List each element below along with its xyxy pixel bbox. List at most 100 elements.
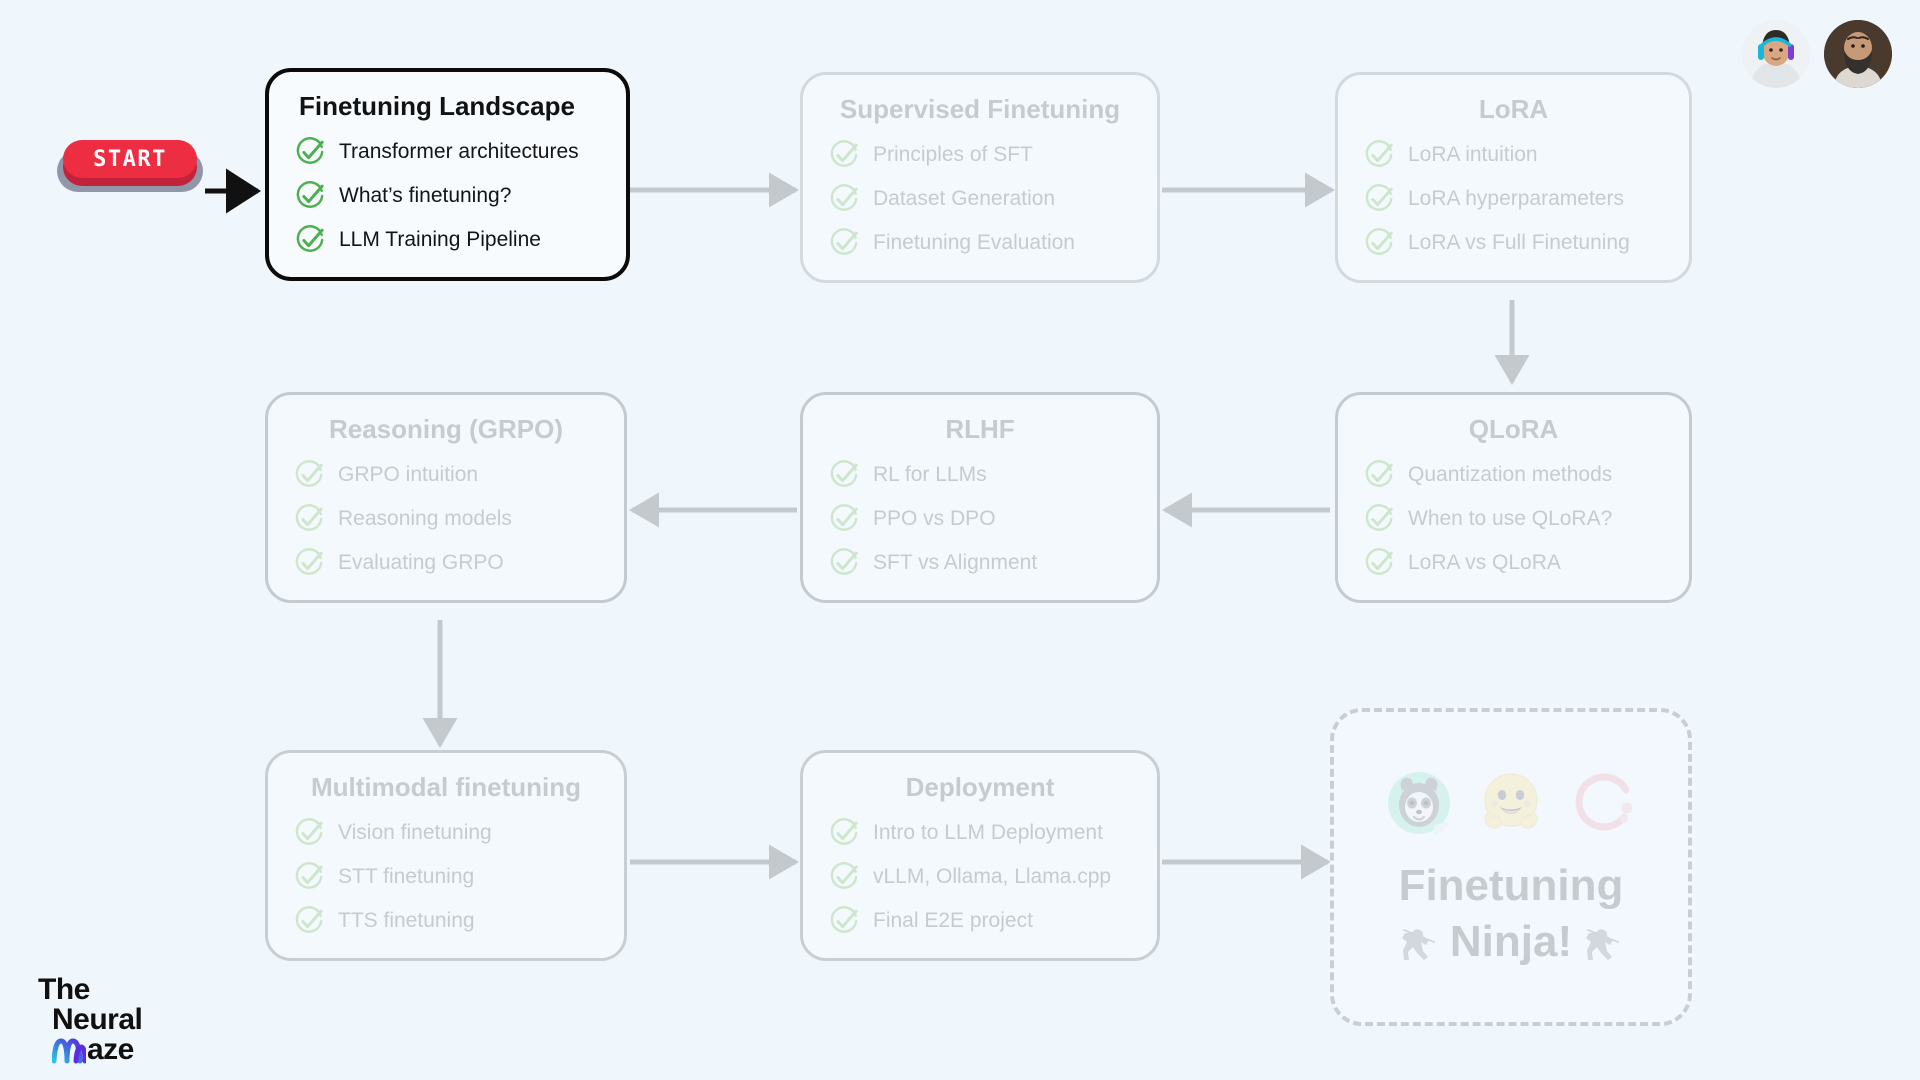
list-item-label: LoRA intuition	[1408, 142, 1538, 166]
list-item[interactable]: Transformer architectures	[295, 136, 600, 167]
ninja-title-text-1: Finetuning	[1398, 860, 1624, 910]
list-item[interactable]: SFT vs Alignment	[829, 547, 1131, 578]
check-circle-icon	[295, 180, 325, 211]
card-finetuning-ninja[interactable]: Finetuning Ninja!	[1330, 708, 1692, 1026]
card-reasoning-grpo[interactable]: Reasoning (GRPO) GRPO intuition	[265, 392, 627, 603]
card-supervised-finetuning[interactable]: Supervised Finetuning Principles of SFT	[800, 72, 1160, 283]
list-item-label: Finetuning Evaluation	[873, 230, 1075, 254]
card-item-list: Transformer architectures What’s finetun…	[295, 136, 600, 255]
start-button-label: START	[93, 146, 167, 172]
brand-logo-m-glyph	[51, 1035, 88, 1065]
ninja-title-line-2: Ninja!	[1398, 917, 1624, 966]
huggingface-hugging-face-logo	[1476, 769, 1546, 844]
card-deployment[interactable]: Deployment Intro to LLM Deployment	[800, 750, 1160, 961]
list-item[interactable]: What’s finetuning?	[295, 180, 600, 211]
check-circle-icon	[1364, 547, 1394, 578]
check-circle-icon	[1364, 139, 1394, 170]
card-title: Supervised Finetuning	[839, 94, 1121, 124]
brand-logo-line-1: The	[38, 973, 90, 1006]
list-item-label: LoRA vs Full Finetuning	[1408, 230, 1630, 254]
list-item[interactable]: Vision finetuning	[294, 817, 598, 848]
card-title: Reasoning (GRPO)	[328, 414, 563, 444]
list-item[interactable]: Evaluating GRPO	[294, 547, 598, 578]
list-item[interactable]: Quantization methods	[1364, 459, 1663, 490]
check-circle-icon	[829, 227, 859, 258]
list-item-label: Reasoning models	[338, 506, 512, 530]
list-item-label: Quantization methods	[1408, 462, 1613, 486]
list-item-label: Final E2E project	[873, 908, 1033, 932]
list-item[interactable]: vLLM, Ollama, Llama.cpp	[829, 861, 1131, 892]
card-lora[interactable]: LoRA LoRA intuition LoRA h	[1335, 72, 1692, 283]
card-finetuning-landscape[interactable]: Finetuning Landscape Transformer archite…	[265, 68, 630, 281]
list-item[interactable]: Reasoning models	[294, 503, 598, 534]
list-item[interactable]: When to use QLoRA?	[1364, 503, 1663, 534]
list-item-label: What’s finetuning?	[339, 183, 512, 207]
card-title: Deployment	[905, 772, 1055, 802]
check-circle-icon	[829, 183, 859, 214]
check-circle-icon	[294, 817, 324, 848]
list-item[interactable]: GRPO intuition	[294, 459, 598, 490]
axolotl-ring-logo	[1568, 769, 1638, 844]
check-circle-icon	[294, 503, 324, 534]
list-item[interactable]: LoRA intuition	[1364, 139, 1663, 170]
card-rlhf[interactable]: RLHF RL for LLMs PPO vs DP	[800, 392, 1160, 603]
list-item-label: SFT vs Alignment	[873, 550, 1038, 574]
list-item-label: PPO vs DPO	[873, 506, 996, 530]
list-item[interactable]: TTS finetuning	[294, 905, 598, 936]
brand-logo: The Neural aze	[38, 973, 143, 1065]
start-button[interactable]: START	[57, 140, 203, 192]
ninja-glyph-left	[1398, 920, 1440, 962]
tool-logo-row	[1384, 769, 1638, 844]
card-qlora[interactable]: QLoRA Quantization methods	[1335, 392, 1692, 603]
list-item-label: STT finetuning	[338, 864, 475, 888]
list-item[interactable]: LoRA vs Full Finetuning	[1364, 227, 1663, 258]
list-item-label: LoRA hyperparameters	[1408, 186, 1624, 210]
card-item-list: Intro to LLM Deployment vLLM, Ollama, Ll…	[829, 817, 1131, 936]
check-circle-icon	[1364, 183, 1394, 214]
check-circle-icon	[1364, 459, 1394, 490]
card-title: LoRA	[1478, 94, 1549, 124]
card-item-list: GRPO intuition Reasoning models	[294, 459, 598, 578]
ninja-glyph-right	[1582, 920, 1624, 962]
check-circle-icon	[829, 139, 859, 170]
avatar-person-beard[interactable]	[1824, 20, 1892, 88]
list-item[interactable]: Finetuning Evaluation	[829, 227, 1131, 258]
list-item[interactable]: LoRA hyperparameters	[1364, 183, 1663, 214]
list-item-label: TTS finetuning	[338, 908, 475, 932]
unsloth-sloth-logo	[1384, 769, 1454, 844]
list-item-label: Dataset Generation	[873, 186, 1056, 210]
card-title: Finetuning Landscape	[299, 91, 575, 121]
list-item[interactable]: Dataset Generation	[829, 183, 1131, 214]
check-circle-icon	[294, 861, 324, 892]
list-item[interactable]: LLM Training Pipeline	[295, 224, 600, 255]
list-item-label: When to use QLoRA?	[1408, 506, 1613, 530]
list-item-label: RL for LLMs	[873, 462, 987, 486]
card-title: Multimodal finetuning	[310, 772, 582, 802]
list-item[interactable]: RL for LLMs	[829, 459, 1131, 490]
list-item-label: LLM Training Pipeline	[339, 227, 541, 251]
list-item[interactable]: Intro to LLM Deployment	[829, 817, 1131, 848]
list-item[interactable]: LoRA vs QLoRA	[1364, 547, 1663, 578]
check-circle-icon	[294, 459, 324, 490]
start-button-face: START	[63, 140, 197, 178]
card-item-list: Quantization methods When to use QLoRA?	[1364, 459, 1663, 578]
list-item-label: Intro to LLM Deployment	[873, 820, 1103, 844]
check-circle-icon	[829, 547, 859, 578]
list-item[interactable]: PPO vs DPO	[829, 503, 1131, 534]
list-item[interactable]: Final E2E project	[829, 905, 1131, 936]
ninja-title-line-1: Finetuning	[1399, 862, 1624, 910]
list-item-label: Principles of SFT	[873, 142, 1033, 166]
check-circle-icon	[829, 503, 859, 534]
list-item[interactable]: Principles of SFT	[829, 139, 1131, 170]
check-circle-icon	[829, 861, 859, 892]
avatar-person-headphones[interactable]	[1742, 20, 1810, 88]
list-item[interactable]: STT finetuning	[294, 861, 598, 892]
card-multimodal-finetuning[interactable]: Multimodal finetuning Vision finetuning	[265, 750, 627, 961]
card-item-list: LoRA intuition LoRA hyperparameters	[1364, 139, 1663, 258]
card-title: RLHF	[945, 414, 1015, 444]
avatar-group	[1742, 20, 1892, 88]
list-item-label: GRPO intuition	[338, 462, 479, 486]
check-circle-icon	[294, 905, 324, 936]
list-item-label: LoRA vs QLoRA	[1408, 550, 1561, 574]
list-item-label: Vision finetuning	[338, 820, 492, 844]
